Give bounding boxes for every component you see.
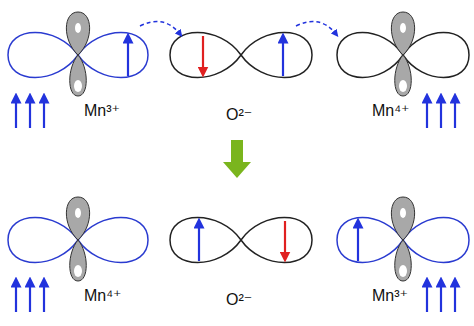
spin-arrows <box>16 36 455 128</box>
ion-label: Mn⁴⁺ <box>84 287 122 305</box>
ion-label: O²⁻ <box>226 291 252 309</box>
mn-orbital <box>337 12 469 96</box>
hop-arrows <box>140 22 336 35</box>
ion-label: Mn³⁺ <box>372 287 408 305</box>
mn-orbital <box>8 12 148 96</box>
ion-label: O²⁻ <box>226 106 252 124</box>
ion-label: Mn⁴⁺ <box>372 102 410 120</box>
mn-orbital <box>337 197 469 281</box>
mn-orbital <box>8 197 148 281</box>
o-orbital <box>170 218 312 263</box>
transition-arrow <box>223 140 251 178</box>
spin-arrows <box>16 221 455 312</box>
ion-label: Mn³⁺ <box>84 102 120 120</box>
o-orbital <box>170 33 312 78</box>
